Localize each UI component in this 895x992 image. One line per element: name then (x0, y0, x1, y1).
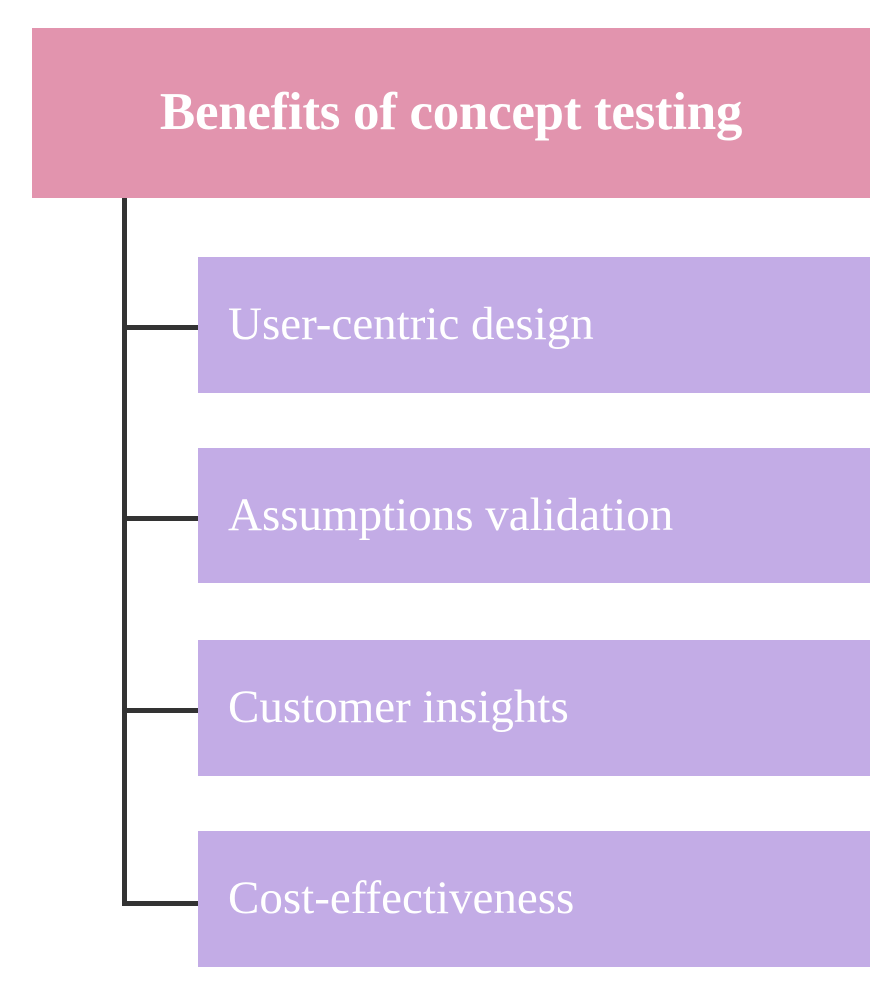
leaf-node-customer-insights[interactable]: Customer insights (198, 640, 870, 776)
leaf-node-label: User-centric design (228, 298, 594, 351)
leaf-node-label: Assumptions validation (228, 488, 674, 541)
root-node[interactable]: Benefits of concept testing (32, 28, 870, 198)
connector-branch-4 (122, 901, 200, 906)
leaf-node-cost-effectiveness[interactable]: Cost-effectiveness (198, 831, 870, 967)
root-node-label: Benefits of concept testing (159, 83, 743, 142)
leaf-node-user-centric-design[interactable]: User-centric design (198, 257, 870, 393)
leaf-node-label: Cost-effectiveness (228, 872, 575, 925)
connector-trunk-line (122, 198, 127, 904)
leaf-node-label: Customer insights (228, 681, 569, 734)
connector-branch-3 (122, 708, 200, 713)
connector-branch-2 (122, 516, 200, 521)
connector-branch-1 (122, 325, 200, 330)
leaf-node-assumptions-validation[interactable]: Assumptions validation (198, 448, 870, 583)
